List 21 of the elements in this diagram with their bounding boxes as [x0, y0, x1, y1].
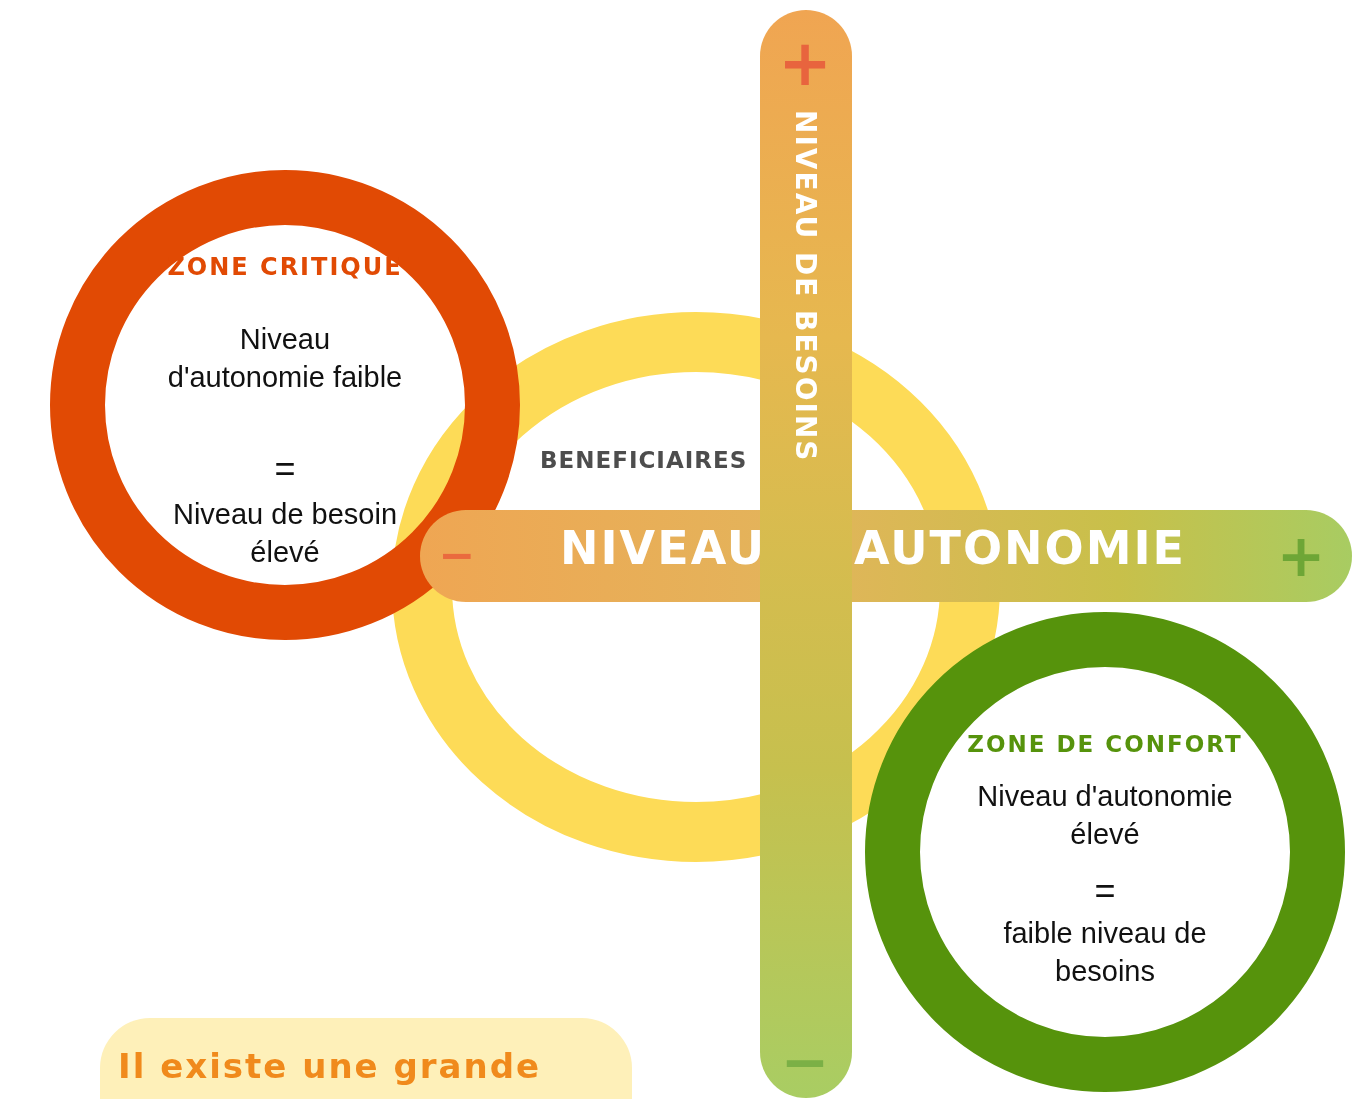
minus-sign: − [438, 530, 478, 580]
zone-text: Niveau de besoin élevé [171, 497, 399, 570]
zone-text: Niveau d'autonomie faible [166, 322, 404, 395]
axis-title: AUTONOMIE [853, 522, 1187, 574]
quadrant-label: BENEFICIAIRES [540, 447, 748, 473]
zone-circle [50, 170, 520, 640]
zone-heading: ZONE DE CONFORT [966, 730, 1244, 759]
axis-title: NIVEAU DE BESOINS [788, 110, 822, 463]
minus-sign: − [779, 1030, 833, 1094]
note-text: Il existe une grande [118, 1046, 543, 1086]
note-card [100, 1018, 632, 1099]
zone-text: faible niveau de besoins [1002, 916, 1208, 989]
plus-sign: + [1275, 524, 1329, 588]
plus-sign: + [777, 28, 835, 98]
zone-heading: ZONE CRITIQUE [166, 252, 404, 282]
axis-title: NIVEAU [560, 522, 760, 574]
axis-bar [760, 10, 852, 1098]
zone-text: Niveau d'autonomie élevé [976, 779, 1234, 852]
equals-sign: = [1093, 870, 1117, 912]
zone-circle [865, 612, 1345, 1092]
equals-sign: = [273, 448, 297, 490]
